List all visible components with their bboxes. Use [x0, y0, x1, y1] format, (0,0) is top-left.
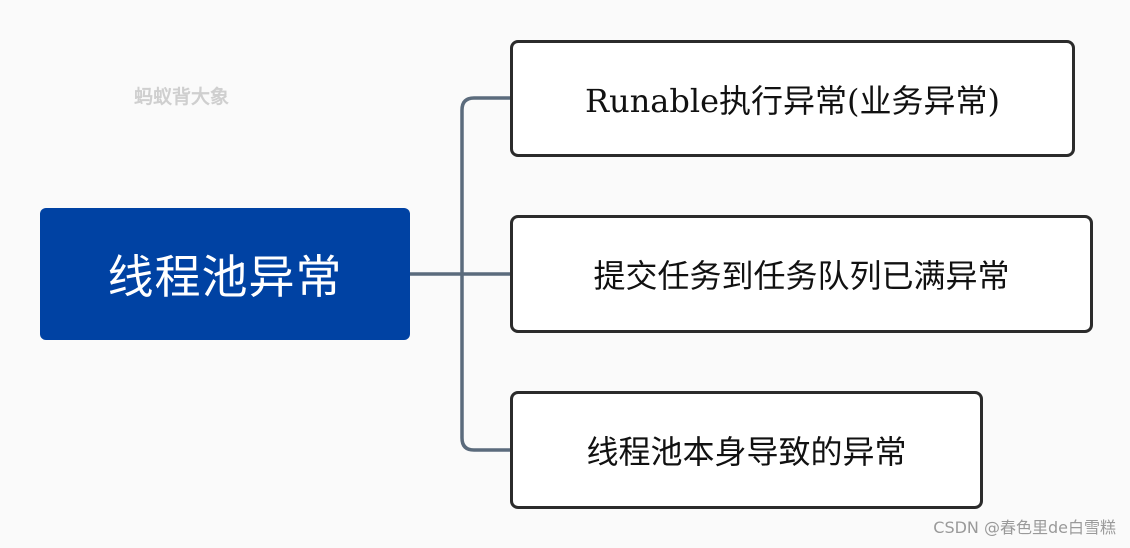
- watermark-top: 蚂蚁背大象: [134, 86, 230, 108]
- child-node-pool-exception: 线程池本身导致的异常: [510, 391, 983, 509]
- child-node-runnable-exception: Runable执行异常(业务异常): [510, 40, 1075, 157]
- root-node-label: 线程池异常: [107, 250, 343, 304]
- credit-watermark: CSDN @春色里de白雪糕: [933, 518, 1116, 537]
- child-node-label: 提交任务到任务队列已满异常: [593, 257, 1010, 295]
- child-node-label: Runable执行异常(业务异常): [584, 81, 1001, 120]
- root-node: 线程池异常: [40, 208, 410, 340]
- child-node-queue-full-exception: 提交任务到任务队列已满异常: [510, 215, 1093, 333]
- child-node-label: 线程池本身导致的异常: [586, 433, 907, 471]
